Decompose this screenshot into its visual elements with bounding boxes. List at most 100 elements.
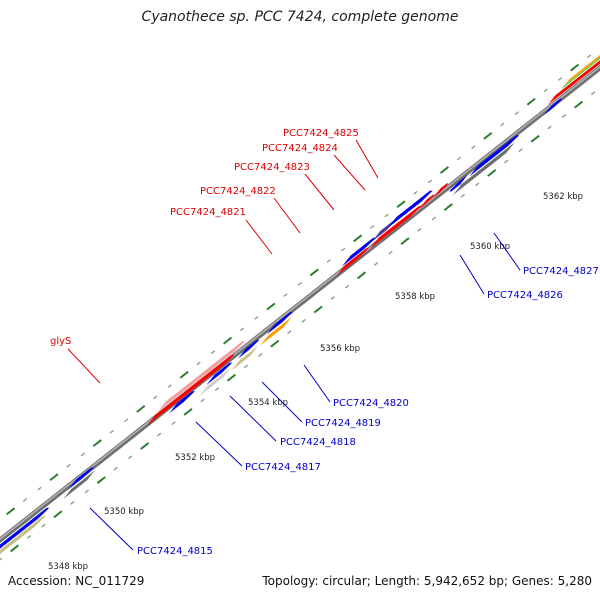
gene-arrow-blue	[341, 237, 376, 267]
gene-label-blue: PCC7424_4827	[523, 266, 599, 277]
outer-tick-mark	[37, 486, 42, 491]
gene-arrow-blue	[68, 467, 95, 490]
outer-tick-mark	[353, 234, 363, 243]
inner-tick-mark	[156, 432, 162, 437]
gene-arrow-blue	[544, 98, 562, 116]
gene-arrow-blue	[449, 174, 468, 192]
inner-tick-mark	[388, 250, 393, 255]
inner-tick-mark	[171, 421, 176, 426]
label-leader-line	[195, 421, 243, 467]
outer-tick-mark	[396, 200, 406, 209]
inner-tick-mark	[487, 169, 497, 177]
outer-tick-mark	[283, 293, 288, 298]
gene-arrow-pink	[157, 341, 245, 413]
outer-tick-mark	[239, 327, 245, 332]
outer-tick-mark	[136, 405, 146, 413]
inner-tick-mark	[84, 489, 89, 494]
outer-tick-mark	[222, 336, 233, 345]
label-leader-line	[245, 219, 273, 255]
inner-tick-mark	[301, 318, 306, 323]
inner-tick-mark	[41, 523, 46, 528]
label-leader-line	[273, 197, 301, 234]
gene-label-red: glyS	[50, 336, 71, 347]
label-leader-line	[261, 381, 303, 423]
inner-tick-mark	[9, 544, 20, 553]
outer-tick-mark	[266, 302, 276, 311]
gene-arrow-red	[146, 354, 235, 426]
inner-tick-mark	[140, 442, 150, 450]
inner-tick-mark	[518, 148, 523, 153]
gene-arrow-blue	[0, 507, 50, 549]
outer-tick-mark	[124, 418, 129, 423]
inner-tick-mark	[270, 339, 280, 348]
inner-tick-mark	[344, 284, 350, 289]
gene-arrow-red	[370, 206, 422, 249]
label-leader-line	[67, 348, 101, 384]
inner-tick-mark	[547, 125, 552, 130]
outer-tick-mark	[413, 190, 418, 195]
inner-tick-mark	[400, 237, 410, 246]
gene-arrow-blue	[206, 362, 233, 385]
outer-tick-mark	[66, 463, 71, 468]
gene-label-blue: PCC7424_4817	[245, 462, 321, 473]
outer-tick-mark	[179, 370, 189, 379]
outer-tick-mark	[254, 315, 259, 320]
genome-backbone-highlight	[0, 65, 600, 540]
inner-tick-mark	[128, 455, 133, 460]
gene-arrow-olive	[231, 345, 259, 371]
outer-tick-mark	[341, 247, 346, 252]
inner-tick-mark	[373, 262, 379, 266]
outer-tick-mark	[427, 179, 433, 184]
outer-tick-mark	[153, 395, 158, 400]
gene-arrow-blue	[266, 312, 293, 335]
outer-tick-mark	[210, 350, 216, 354]
gene-arrow-lightgray	[199, 367, 232, 397]
gene-arrow-red	[336, 247, 370, 276]
scale-tick-label: 5354 kbp	[248, 398, 288, 408]
inner-tick-mark	[530, 134, 540, 143]
label-leader-line	[333, 154, 366, 191]
outer-tick-mark	[586, 54, 592, 59]
inner-tick-mark	[226, 373, 236, 382]
inner-tick-mark	[561, 114, 567, 118]
inner-tick-mark	[313, 305, 323, 314]
label-leader-line	[304, 173, 335, 211]
gene-arrow-blue	[237, 339, 260, 359]
gene-arrow-orange	[260, 317, 292, 346]
gene-arrow-blue	[387, 190, 433, 229]
label-leader-line	[303, 364, 331, 403]
inner-tick-mark	[258, 353, 263, 357]
gene-arrow-blue	[169, 391, 196, 414]
gene-arrow-olive	[0, 515, 46, 555]
inner-tick-mark	[96, 476, 106, 484]
outer-tick-mark	[49, 473, 59, 482]
inner-tick-mark	[590, 91, 596, 96]
outer-tick-mark	[167, 384, 172, 389]
outer-tick-mark	[570, 63, 580, 72]
inner-tick-mark	[183, 407, 193, 416]
gene-arrow-red	[419, 194, 434, 210]
outer-tick-mark	[92, 439, 102, 447]
outer-tick-mark	[456, 156, 462, 161]
inner-tick-mark	[357, 271, 367, 280]
inner-tick-mark	[70, 500, 75, 505]
outer-tick-mark	[514, 111, 519, 116]
outer-tick-mark	[471, 145, 476, 150]
accession-text: Accession: NC_011729	[8, 574, 145, 588]
label-leader-line	[459, 254, 485, 295]
gene-arrow-green	[560, 57, 600, 90]
outer-tick-mark	[543, 88, 548, 93]
outer-tick-mark	[6, 507, 16, 516]
scale-tick-label: 5348 kbp	[48, 562, 88, 572]
gene-arrow-blue	[469, 135, 520, 177]
gene-arrow-purple	[371, 218, 397, 242]
inner-tick-mark	[113, 466, 118, 471]
outer-tick-mark	[80, 452, 86, 457]
outer-tick-mark	[196, 361, 201, 366]
outer-tick-mark	[109, 429, 114, 434]
inner-tick-mark	[214, 387, 220, 391]
inner-tick-mark	[431, 216, 437, 221]
gene-label-red: PCC7424_4823	[234, 162, 310, 173]
inner-tick-mark	[443, 203, 453, 211]
